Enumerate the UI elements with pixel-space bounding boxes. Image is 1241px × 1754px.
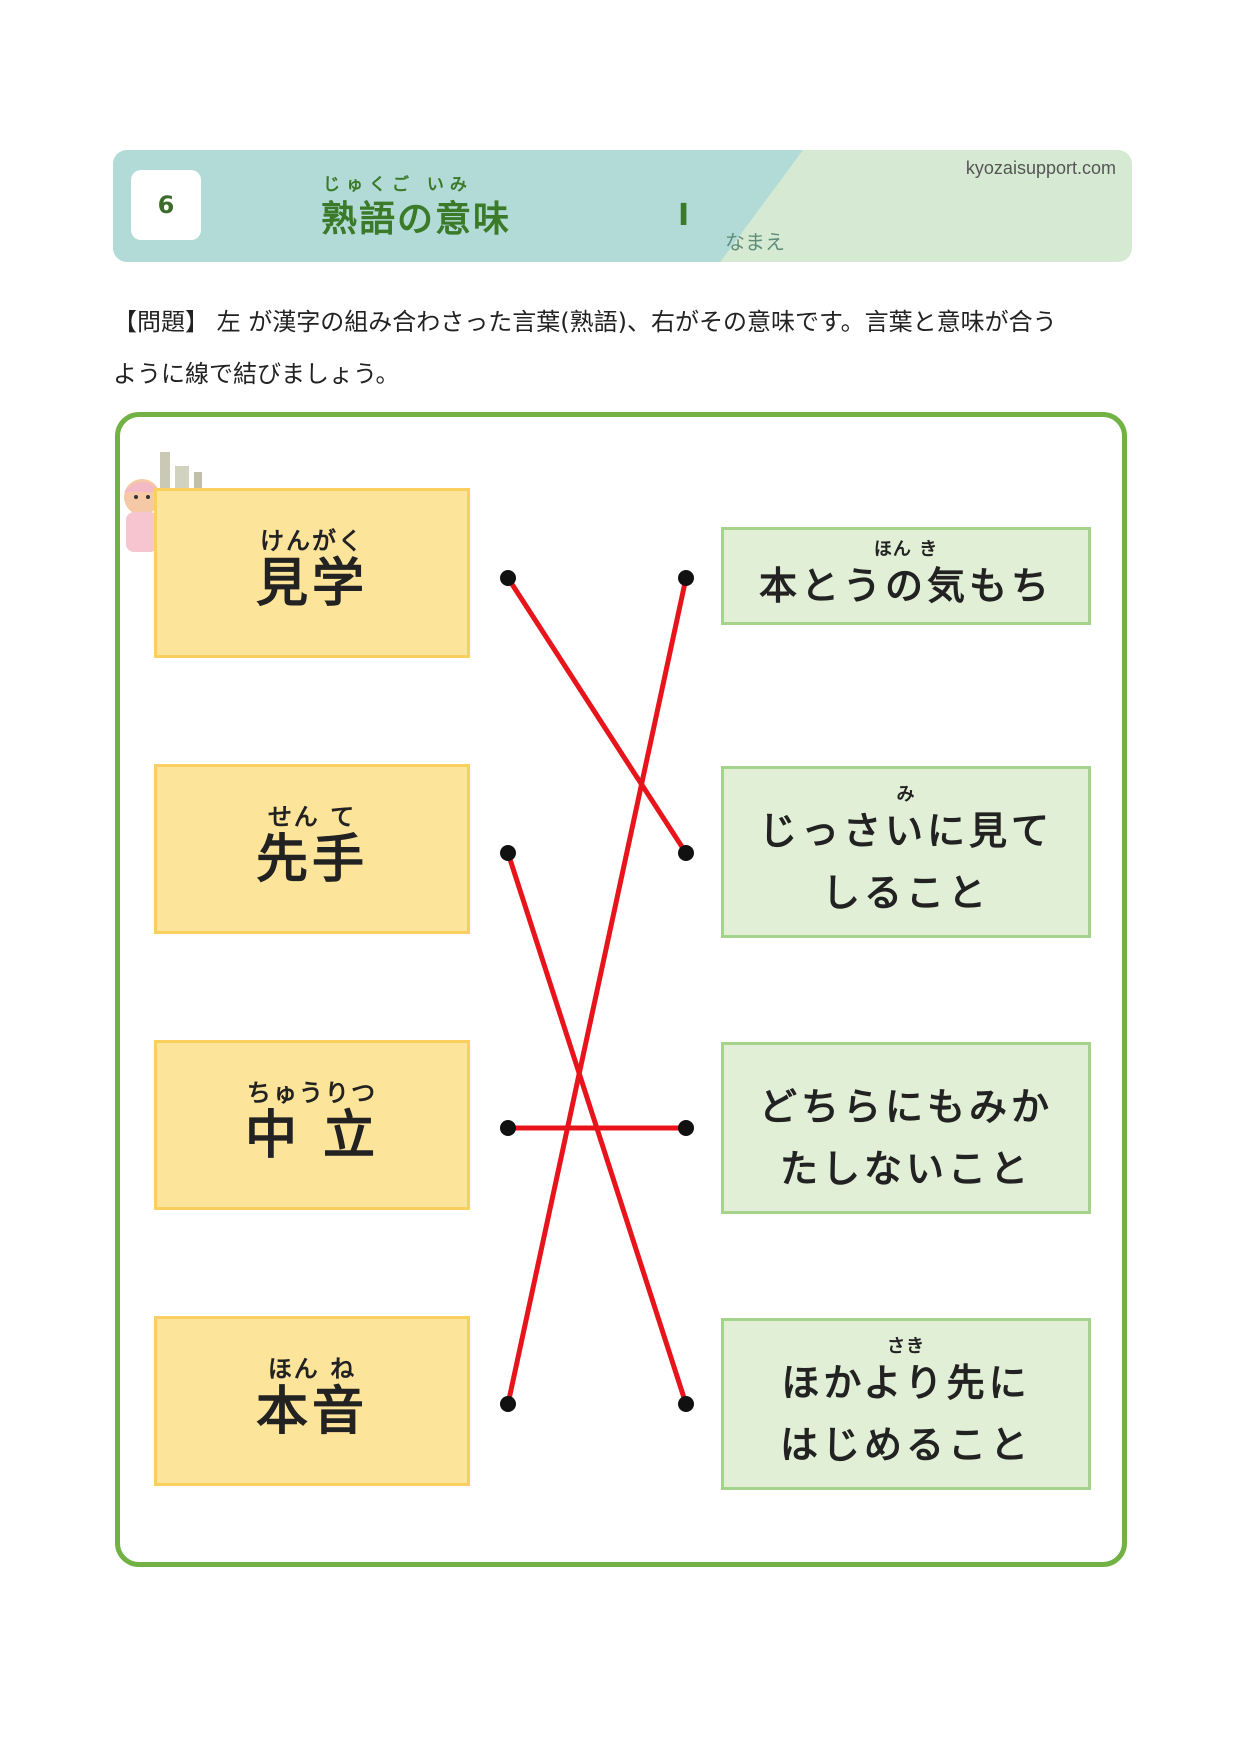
- left-word-text: 先手: [255, 830, 368, 890]
- left-word-box-2: せん て 先手: [154, 764, 470, 934]
- left-word-box-4: ほん ね 本音: [154, 1316, 470, 1486]
- right-meaning-box-4: さき ほかより先に はじめること: [721, 1318, 1091, 1490]
- left-word-text: 本音: [255, 1382, 368, 1442]
- left-word-text: 中 立: [244, 1106, 380, 1166]
- right-meaning-ruby: さき: [887, 1336, 925, 1357]
- left-word-ruby: けんがく: [260, 527, 364, 555]
- site-url: kyozaisupport.com: [965, 158, 1116, 178]
- name-label: なまえ: [725, 230, 785, 254]
- instructions: 【問題】 左 が漢字の組み合わさった言葉(熟語)、右がその意味です。言葉と意味が…: [113, 296, 1138, 400]
- left-word-box-1: けんがく 見学: [154, 488, 470, 658]
- title-ruby: じゅくご いみ: [323, 175, 473, 195]
- right-meaning-line: たしないこと: [779, 1147, 1032, 1191]
- title-roman-numeral: Ⅰ: [678, 198, 690, 233]
- header-teal-band: [113, 150, 803, 262]
- right-meaning-line: じっさいに見て: [758, 809, 1053, 853]
- right-meaning-box-3: どちらにもみか たしないこと: [721, 1042, 1091, 1214]
- right-meaning-line: どちらにもみか: [758, 1085, 1053, 1129]
- instructions-line-1: 【問題】 左 が漢字の組み合わさった言葉(熟語)、右がその意味です。言葉と意味が…: [113, 308, 1057, 336]
- left-word-ruby: ほん ね: [267, 1355, 357, 1383]
- right-meaning-line: 本とうの気もち: [758, 564, 1053, 608]
- instructions-line-2: ように線で結びましょう。: [113, 360, 400, 388]
- right-meaning-line: ほかより先に: [781, 1361, 1031, 1405]
- left-word-ruby: ちゅうりつ: [246, 1079, 378, 1107]
- right-meaning-ruby: ほん き: [873, 539, 939, 560]
- right-meaning-box-2: み じっさいに見て しること: [721, 766, 1091, 938]
- right-meaning-line: はじめること: [779, 1423, 1032, 1467]
- exercise-frame: [115, 412, 1127, 1567]
- left-word-box-3: ちゅうりつ 中 立: [154, 1040, 470, 1210]
- right-meaning-line: しること: [821, 871, 990, 915]
- worksheet-number: 6: [131, 170, 201, 240]
- left-word-text: 見学: [255, 554, 368, 614]
- worksheet-header: 6 じゅくご いみ 熟語の意味 Ⅰ kyozaisupport.com なまえ: [113, 150, 1132, 262]
- right-meaning-box-1: ほん き 本とうの気もち: [721, 527, 1091, 625]
- left-word-ruby: せん て: [267, 803, 357, 831]
- title-text: 熟語の意味: [321, 199, 512, 240]
- worksheet-title: じゅくご いみ 熟語の意味: [321, 170, 511, 242]
- right-meaning-ruby: み: [896, 784, 916, 805]
